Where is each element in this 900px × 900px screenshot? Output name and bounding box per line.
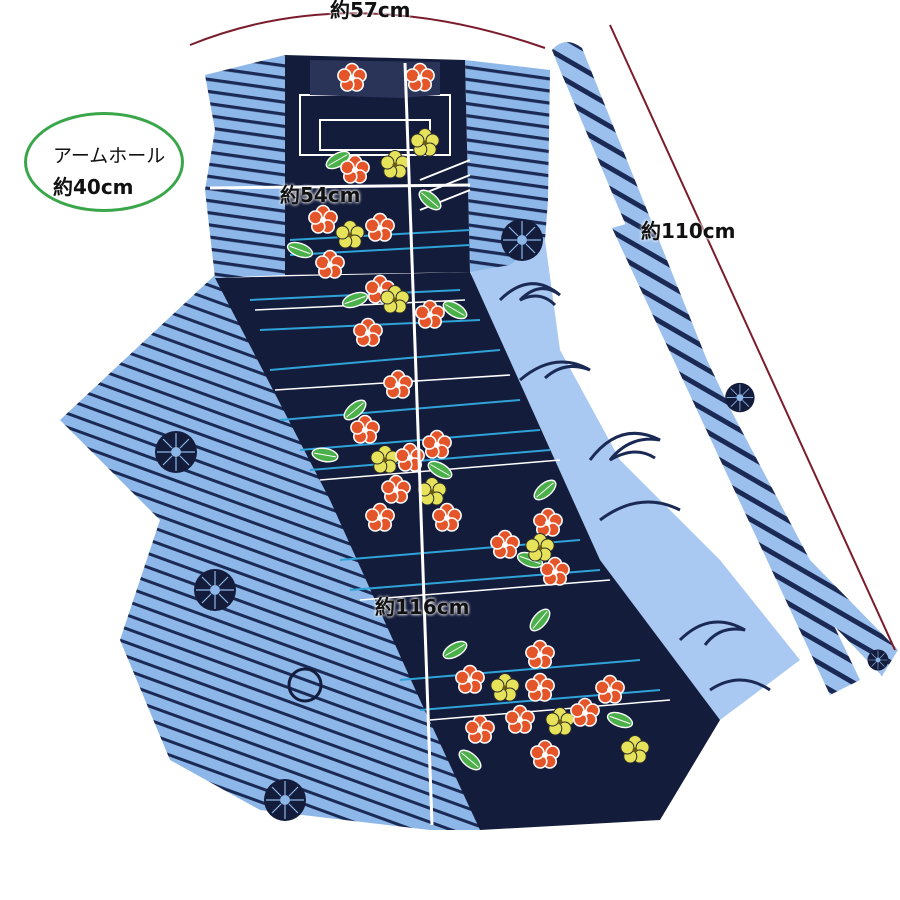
armhole-value: 約40cm [53,175,134,199]
bodice-right-panel [465,60,550,272]
skirt-left-panel [60,275,480,830]
measurement-lines [189,12,896,826]
wave-motifs [498,282,771,692]
crest-motif [500,218,544,262]
belt-length-label: 約110cm [641,219,736,243]
chest-width-label: 約54cm [280,183,361,207]
shoulder-width-label: 約57cm [330,0,411,22]
armhole-callout: アームホール 約40cm [24,112,184,212]
armhole-title: アームホール [53,145,166,167]
belt [552,41,898,695]
skirt-right-panel [470,240,800,720]
length-label: 約116cm [375,595,470,619]
geometric-lines [249,289,661,711]
central-floral-panel-lower [215,272,720,830]
crest-motif [154,430,198,474]
crest-motif [193,568,237,612]
bodice-left-panel [205,55,285,278]
crest-motif [263,778,307,822]
